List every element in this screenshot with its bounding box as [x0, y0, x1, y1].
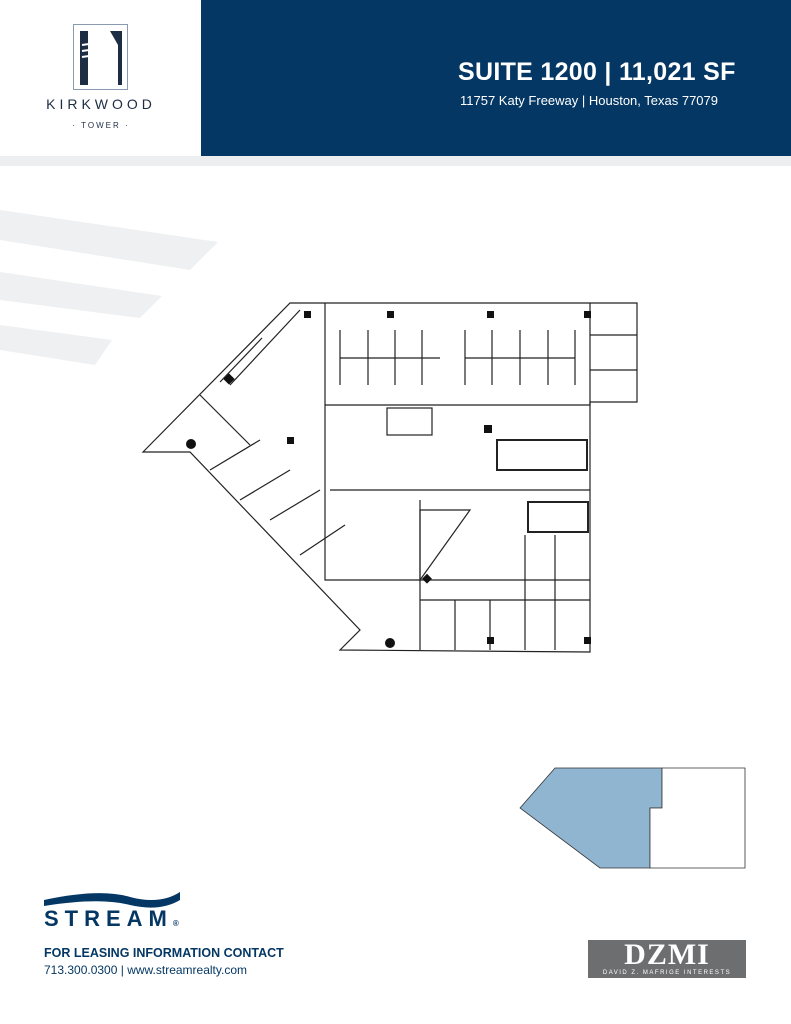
contact-line: 713.300.0300 | www.streamrealty.com [44, 963, 247, 977]
divider [0, 156, 791, 166]
page-title: SUITE 1200 | 11,021 SF [458, 58, 736, 86]
kirkwood-logo-icon [73, 24, 128, 90]
key-plan [519, 767, 746, 869]
address: 11757 Katy Freeway | Houston, Texas 7707… [460, 93, 719, 108]
stream-logo: STREAM® [44, 906, 179, 931]
brand-sub: · TOWER · [72, 121, 130, 130]
dzmi-logo: DZMI DAVID Z. MAFRIGE INTERESTS [588, 940, 746, 978]
contact-heading: FOR LEASING INFORMATION CONTACT [44, 946, 284, 960]
header-band [201, 0, 791, 156]
stream-wave-icon [44, 892, 180, 908]
suite-plan [141, 302, 638, 653]
brand-name: KIRKWOOD [46, 96, 156, 112]
